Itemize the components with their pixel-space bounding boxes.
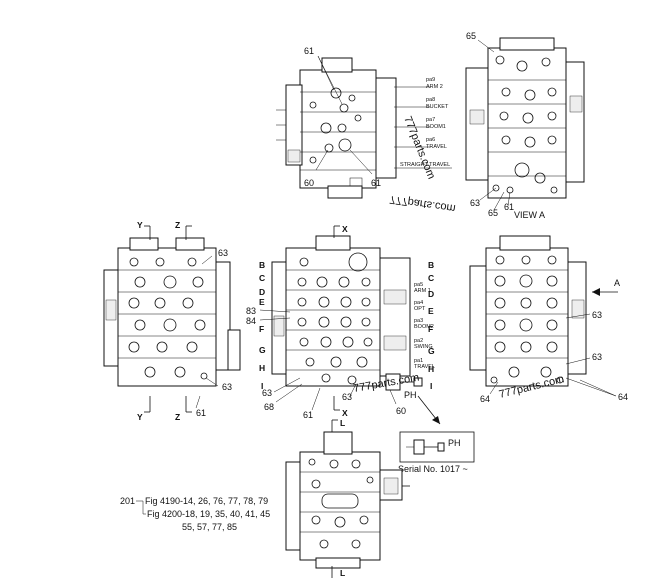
callout-61-center: 61 [303,410,313,420]
section-letters-right: B C D E F G H I [428,260,435,391]
port-code-pa4: pa4 [414,300,423,306]
port-name-boom2: BOOM2 [414,324,434,330]
section-letter-d-left: D [259,287,265,297]
figure-references: 201 Fig 4190-14, 26, 76, 77, 78, 79 Fig … [120,496,270,532]
reference-item-201: 201 [120,496,135,506]
callout-84: 84 [246,316,256,326]
port-name-swing: SWING [414,344,433,350]
top-left-valve-view: 61 60 61 pa9 ARM 2 pa8 BUCKET pa7 BOOM1 … [276,46,452,199]
port-name-opt: OPT [414,306,426,312]
section-letter-i-right: I [430,381,432,391]
ph-label-center: PH [404,390,417,400]
callout-65-view-a-bottom: 65 [488,208,498,218]
straight-travel-label: STRAIGHT TRAVEL [400,162,450,168]
section-letter-g-left: G [259,345,266,355]
port-code-pa9: pa9 [426,77,435,83]
callout-63-center-bottom: 63 [342,392,352,402]
callout-61-top-right: 61 [371,178,381,188]
section-l-bottom: L [340,568,345,578]
port-code-pa8: pa8 [426,97,435,103]
serial-number-label: Serial No. 1017 ~ [398,464,468,474]
section-letter-f-left: F [259,324,264,334]
ph-inset: PH Serial No. 1017 ~ [398,431,475,474]
section-z-top: Z [175,220,180,230]
reference-line-3: 55, 57, 77, 85 [182,522,237,532]
section-letter-e-right: E [428,306,434,316]
section-letter-f-right: F [428,324,433,334]
callout-63-right-lower: 63 [592,352,602,362]
callout-63-right: 63 [592,310,602,320]
section-letters-left: B C D E F G H I [259,260,266,391]
callout-63-left-top: 63 [218,248,228,258]
section-letter-b-right: B [428,260,434,270]
callout-60-top: 60 [304,178,314,188]
section-l-top: L [340,418,345,428]
port-code-pa1: pa1 [414,358,423,364]
port-name-arm1: ARM 1 [414,288,431,294]
reference-line-1: Fig 4190-14, 26, 76, 77, 78, 79 [145,496,268,506]
callout-64-right-far: 64 [618,392,628,402]
port-code-pa3: pa3 [414,318,423,324]
section-x-top: X [342,224,348,234]
view-a-valve: 65 63 61 65 VIEW A [465,31,585,220]
reference-line-2: Fig 4200-18, 19, 35, 40, 41, 45 [147,509,270,519]
section-letter-h-left: H [259,363,265,373]
center-valve-view: X X B C D E F G H I B C D E F G H I pa5 … [246,224,435,420]
port-code-pa5: pa5 [414,282,423,288]
callout-61-left: 61 [196,408,206,418]
port-name-travel-top: TRAVEL [426,144,447,150]
section-x-bottom: X [342,408,348,418]
callout-63-left-bottom: 63 [222,382,232,392]
port-name-travel-center: TRAVEL [414,364,435,370]
callout-68: 68 [264,402,274,412]
section-letter-b-left: B [259,260,265,270]
callout-60-center: 60 [396,406,406,416]
section-letter-c-right: C [428,273,434,283]
arrow-a-label: A [614,278,620,288]
callout-65-view-a: 65 [466,31,476,41]
callout-64-right: 64 [480,394,490,404]
callout-61-top: 61 [304,46,314,56]
bottom-valve-view: L L [285,418,410,578]
section-z-bottom: Z [175,412,180,422]
section-y-top: Y [137,220,143,230]
section-letter-c-left: C [259,273,265,283]
callout-61-view-a: 61 [504,202,514,212]
section-letter-g-right: G [428,346,435,356]
callout-63-view-a: 63 [470,198,480,208]
right-valve-view: A 63 63 64 64 777parts.com [469,235,628,404]
port-code-pa7: pa7 [426,117,435,123]
section-letter-d-right: D [428,289,434,299]
left-valve-view: Y Z Y Z 63 63 61 [103,220,241,422]
callout-83: 83 [246,306,256,316]
port-code-pa2: pa2 [414,338,423,344]
port-name-bucket: BUCKET [426,104,449,110]
section-letter-i-left: I [261,381,263,391]
callout-63-center: 63 [262,388,272,398]
section-letter-h-right: H [428,364,434,374]
port-name-arm2: ARM 2 [426,84,443,90]
section-letter-e-left: E [259,297,265,307]
port-code-pa6: pa6 [426,137,435,143]
inset-ph-label: PH [448,438,461,448]
view-a-caption: VIEW A [514,210,545,220]
section-y-bottom: Y [137,412,143,422]
watermark-middle: 777parts.com [389,193,457,214]
port-name-boom1: BOOM1 [426,124,446,130]
